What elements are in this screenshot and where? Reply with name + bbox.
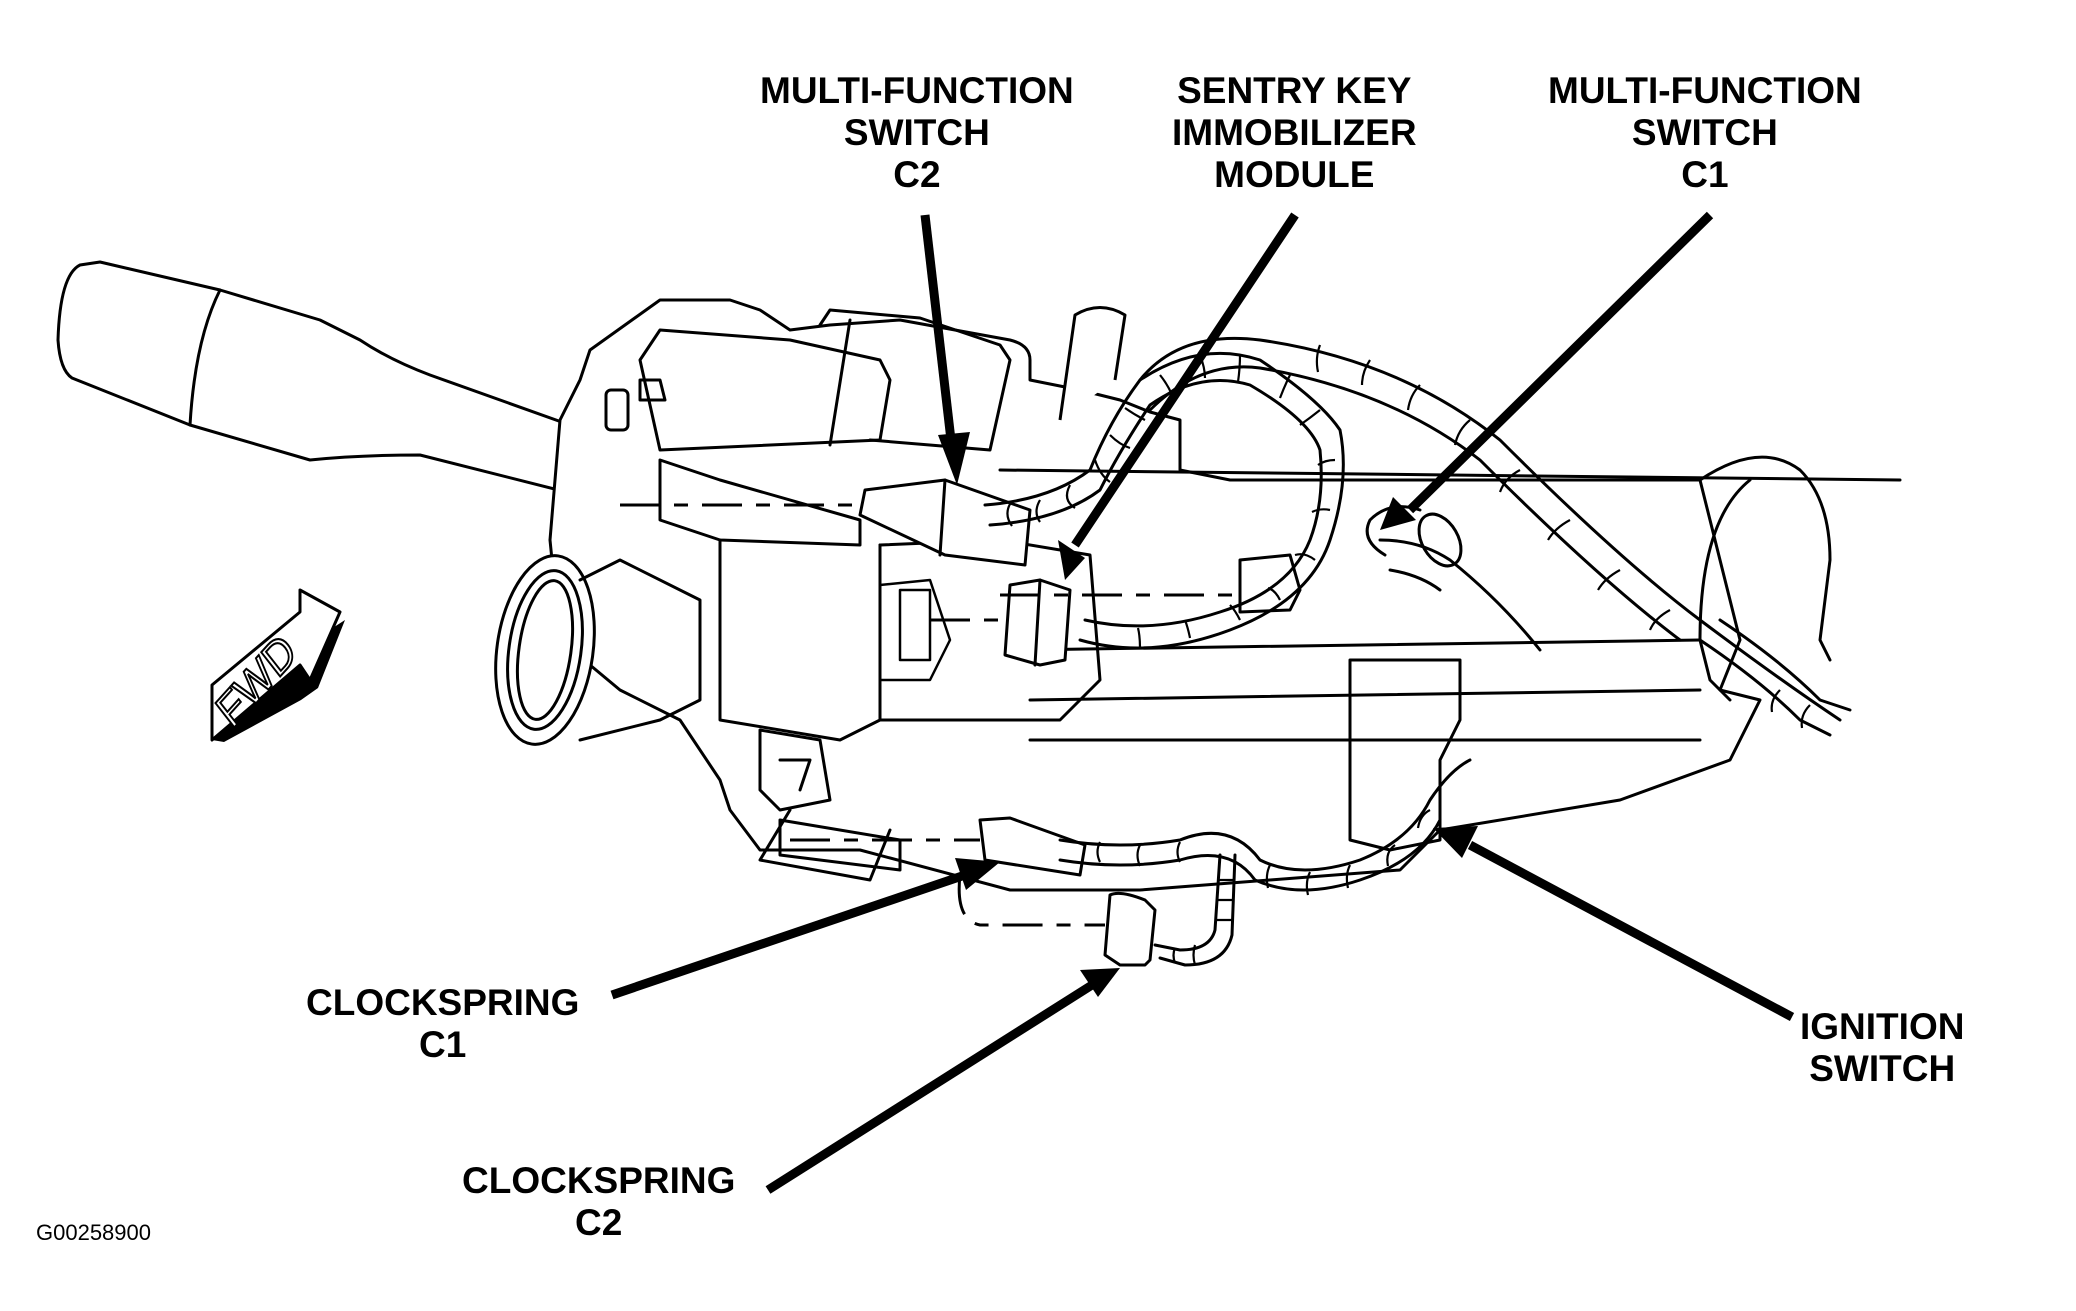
multifunction-stalk bbox=[56, 260, 606, 500]
figure-id-code: G00258900 bbox=[36, 1220, 151, 1245]
column-housing bbox=[548, 298, 1762, 892]
leader-sentry-key bbox=[1058, 212, 1299, 580]
callout-multifunction-switch-c1: MULTI-FUNCTION SWITCH C1 bbox=[1548, 70, 1862, 196]
callout-sentry-key-immobilizer-module: SENTRY KEY IMMOBILIZER MODULE bbox=[1172, 70, 1417, 196]
callout-line: C1 bbox=[419, 1024, 467, 1065]
callout-ignition-switch: IGNITION SWITCH bbox=[1800, 1006, 1964, 1090]
callout-line: C1 bbox=[1681, 154, 1729, 195]
callout-line: SWITCH bbox=[1631, 112, 1778, 153]
wire-harness bbox=[983, 336, 1852, 967]
callout-line: MODULE bbox=[1214, 154, 1375, 195]
leader-multifunction-c2 bbox=[920, 214, 970, 485]
callout-line: MULTI-FUNCTION bbox=[1548, 70, 1862, 111]
sentry-key-connector bbox=[930, 578, 1072, 667]
clockspring-c2-connector bbox=[957, 874, 1157, 967]
callout-line: IGNITION bbox=[1800, 1006, 1965, 1047]
leader-multifunction-c1 bbox=[1380, 211, 1714, 530]
callout-clockspring-c2: CLOCKSPRING C2 bbox=[462, 1160, 735, 1244]
leader-ignition-switch bbox=[1433, 826, 1795, 1021]
callout-line: MULTI-FUNCTION bbox=[760, 70, 1074, 111]
callout-line: CLOCKSPRING bbox=[306, 982, 580, 1023]
leader-clockspring-c1 bbox=[610, 858, 1000, 1000]
callout-line: C2 bbox=[893, 154, 941, 195]
callout-line: SWITCH bbox=[843, 112, 990, 153]
fwd-direction-arrow: FWD bbox=[207, 588, 345, 742]
leader-clockspring-c2 bbox=[765, 968, 1120, 1194]
multifunction-c2-connector bbox=[620, 478, 1032, 567]
callout-line: SWITCH bbox=[1809, 1048, 1956, 1089]
lock-cylinder-ring bbox=[494, 554, 702, 746]
callout-multifunction-switch-c2: MULTI-FUNCTION SWITCH C2 bbox=[760, 70, 1074, 196]
callout-line: C2 bbox=[575, 1202, 623, 1243]
callout-line: SENTRY KEY bbox=[1177, 70, 1412, 111]
callout-line: CLOCKSPRING bbox=[462, 1160, 736, 1201]
callout-clockspring-c1: CLOCKSPRING C1 bbox=[306, 982, 579, 1066]
callout-line: IMMOBILIZER bbox=[1172, 112, 1417, 153]
